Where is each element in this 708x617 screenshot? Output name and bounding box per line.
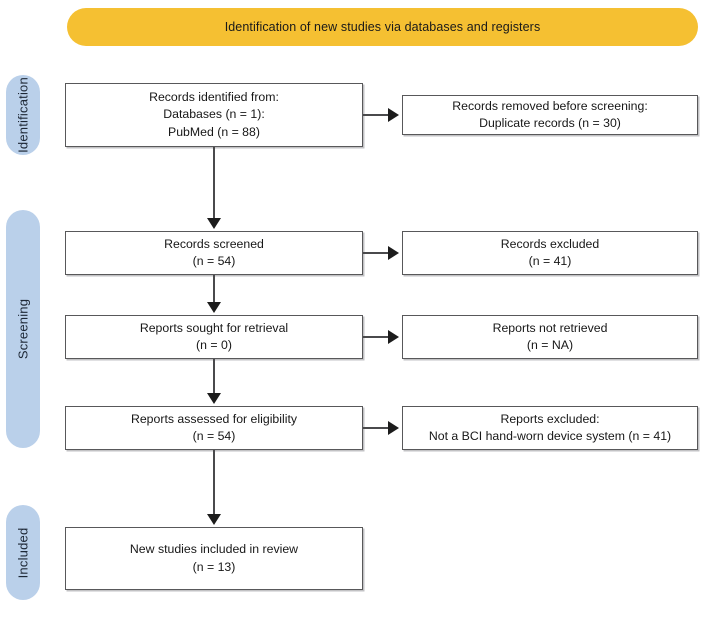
box-line: Duplicate records (n = 30) (479, 116, 621, 130)
box-line: (n = 41) (528, 254, 572, 268)
stage-label-screening-text: Screening (15, 298, 31, 360)
arrow-screened-to-excluded (363, 252, 390, 254)
box-line: Records identified from: (149, 89, 279, 104)
box-line: (n = NA) (526, 338, 574, 352)
box-line: (n = 13) (192, 559, 236, 574)
box-new-studies-included: New studies included in review (n = 13) (65, 527, 363, 590)
diagram-header-banner: Identification of new studies via databa… (67, 8, 698, 46)
box-line: Records screened (164, 236, 264, 251)
box-line: Reports sought for retrieval (139, 320, 289, 335)
box-records-identified: Records identified from: Databases (n = … (65, 83, 363, 147)
box-reports-excluded: Reports excluded: Not a BCI hand-worn de… (402, 406, 698, 450)
arrow-sought-to-assessed (213, 359, 215, 395)
box-line: Not a BCI hand-worn device system (n = 4… (428, 429, 672, 443)
box-line: Reports not retrieved (492, 320, 608, 335)
box-line: (n = 54) (192, 429, 236, 443)
stage-label-included-text: Included (15, 527, 31, 578)
box-records-excluded: Records excluded (n = 41) (402, 231, 698, 275)
stage-label-screening: Screening (6, 210, 40, 448)
arrowhead-icon (207, 302, 221, 313)
box-line: PubMed (n = 88) (168, 124, 260, 139)
arrowhead-icon (388, 330, 399, 344)
box-reports-not-retrieved: Reports not retrieved (n = NA) (402, 315, 698, 359)
arrow-assessed-to-reports-excluded (363, 427, 390, 429)
box-line: Records excluded (500, 236, 600, 251)
diagram-title: Identification of new studies via databa… (224, 19, 541, 34)
box-reports-assessed: Reports assessed for eligibility (n = 54… (65, 406, 363, 450)
arrowhead-icon (388, 246, 399, 260)
arrowhead-icon (207, 393, 221, 404)
box-line: Databases (n = 1): (163, 107, 265, 122)
arrow-screened-to-sought (213, 275, 215, 304)
arrow-identified-to-screened (213, 147, 215, 220)
arrow-assessed-to-included (213, 450, 215, 516)
arrow-identified-to-removed (363, 114, 390, 116)
arrowhead-icon (388, 421, 399, 435)
box-line: (n = 0) (196, 338, 232, 352)
arrowhead-icon (388, 108, 399, 122)
box-line: Records removed before screening: (452, 98, 648, 113)
box-reports-sought: Reports sought for retrieval (n = 0) (65, 315, 363, 359)
box-records-screened: Records screened (n = 54) (65, 231, 363, 275)
stage-label-identification: Identification (6, 75, 40, 155)
arrowhead-icon (207, 218, 221, 229)
arrow-sought-to-not-retrieved (363, 336, 390, 338)
box-line: New studies included in review (129, 542, 299, 557)
box-line: (n = 54) (192, 254, 236, 268)
stage-label-included: Included (6, 505, 40, 600)
box-line: Reports excluded: (500, 411, 600, 426)
box-records-removed: Records removed before screening: Duplic… (402, 95, 698, 135)
arrowhead-icon (207, 514, 221, 525)
box-line: Reports assessed for eligibility (130, 411, 298, 426)
stage-label-identification-text: Identification (15, 77, 31, 153)
